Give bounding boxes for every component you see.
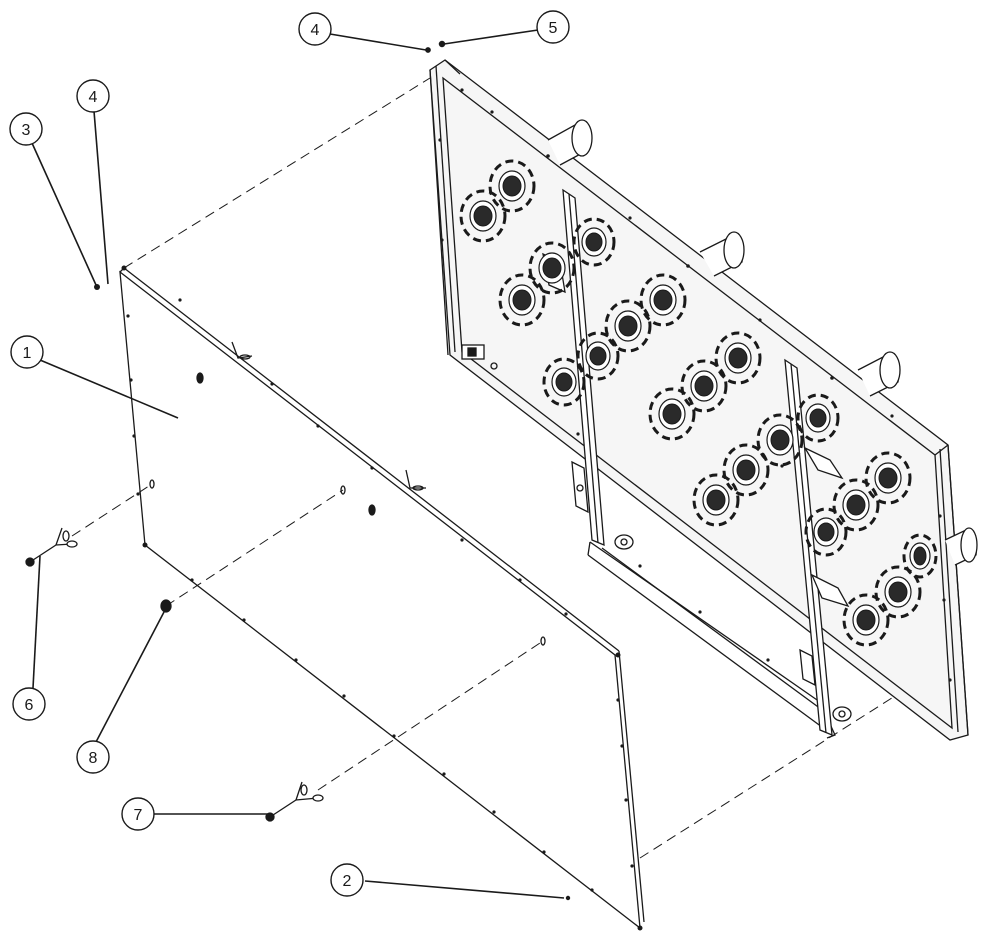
callout-label: 4 [311,22,320,39]
callout-label: 2 [343,873,352,890]
callout-7: 7 [121,797,155,831]
callout-label: 5 [549,20,558,37]
front-panel [119,267,645,930]
bracket-bottom [799,648,816,687]
callout-label: 1 [23,345,32,362]
leader-lines [31,29,565,899]
pivot-mount-right [832,706,852,722]
callout-balloons: 4 5 4 3 1 6 8 7 [9,10,570,897]
callout-label: 8 [89,750,98,767]
callout-5: 5 [536,10,570,44]
callout-3: 3 [9,112,43,146]
callout-1: 1 [10,335,44,369]
bracket-left-lower [571,460,589,514]
frame-rivets [438,88,952,682]
callout-4-left: 4 [76,79,110,113]
callout-label: 4 [89,89,98,106]
callout-label: 7 [134,807,143,824]
frame-inner-edge [442,76,953,730]
front-panel-screws [94,265,643,931]
callout-label: 3 [22,122,31,139]
pivot-mount-left [614,534,634,550]
callout-4-top: 4 [298,12,332,46]
bracket-middle-lower [810,573,850,608]
callout-label: 6 [25,697,34,714]
fan-openings [459,159,938,647]
callout-6: 6 [12,687,46,721]
bracket-middle [803,446,844,480]
assembly-guide-lines [71,77,896,859]
frame-cylinders [547,119,978,566]
callout-8: 8 [76,740,110,774]
callout-2: 2 [330,863,364,897]
